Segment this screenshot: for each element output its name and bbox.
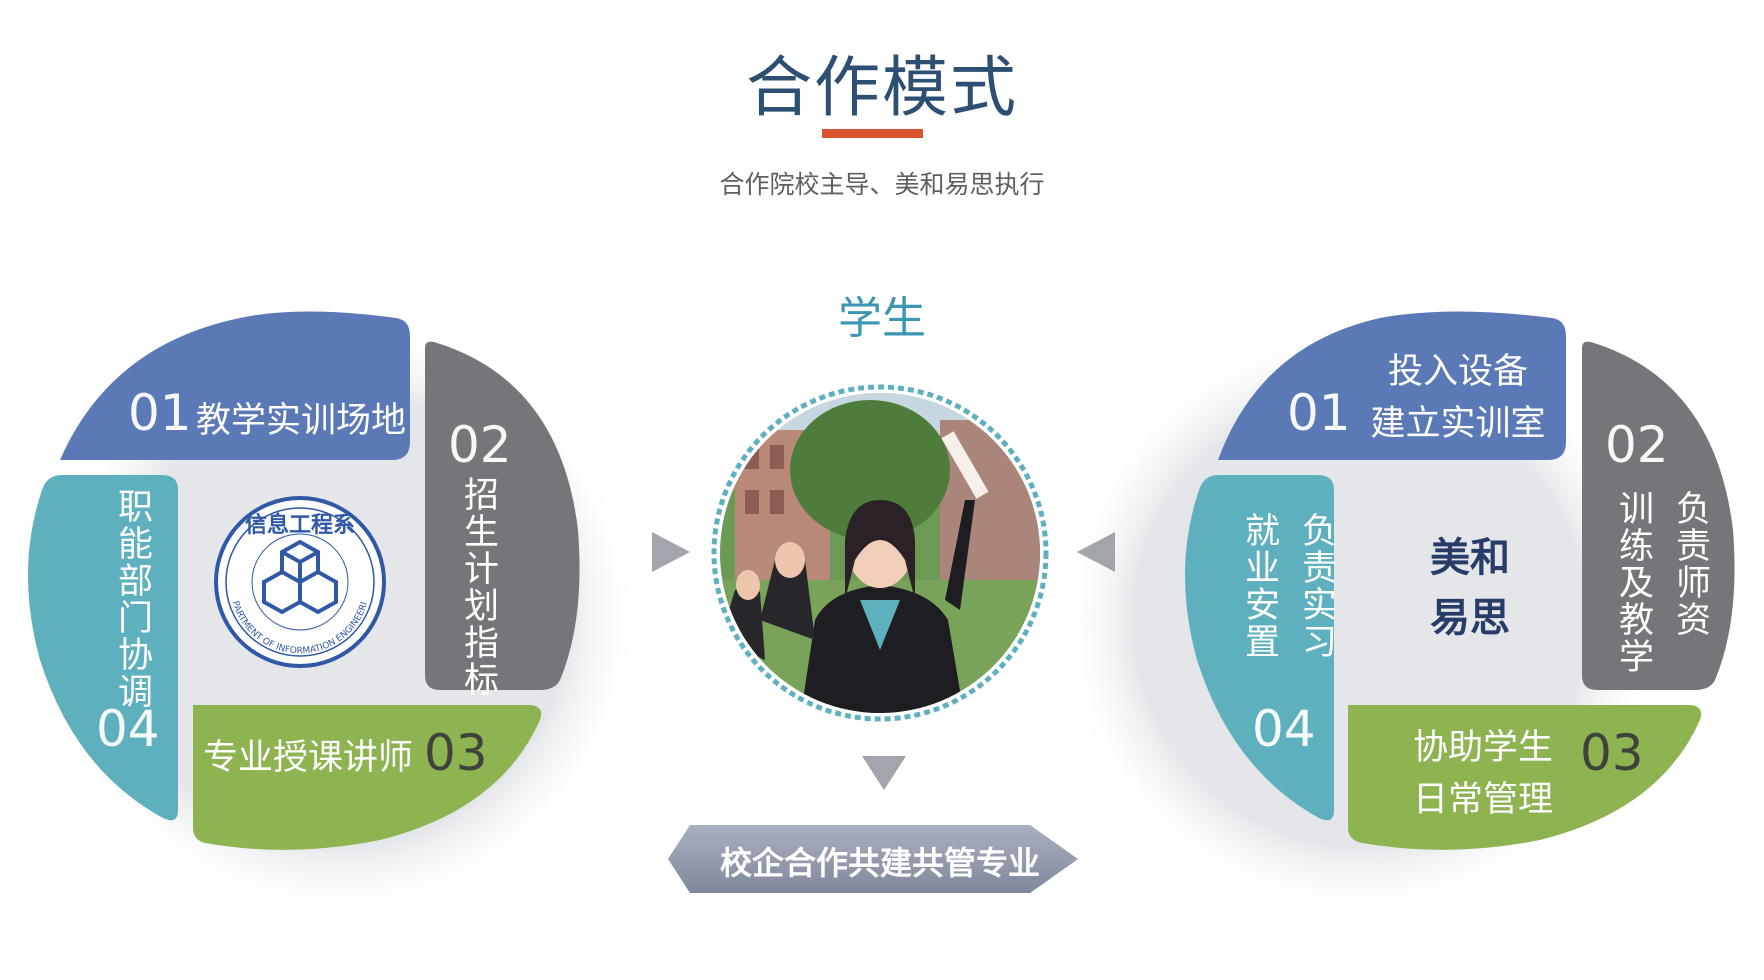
right-num-04: 04 (1252, 700, 1316, 758)
right-label-02: 负责师资 训练及教学 (1608, 490, 1716, 675)
right-label-04-line2: 就业安置 (1239, 512, 1279, 660)
left-label-01: 教学实训场地 (196, 401, 407, 441)
title-underline (822, 129, 923, 138)
brand-name-line1: 美和 (1430, 535, 1510, 581)
left-label-02: 招生计划指标 (458, 476, 498, 698)
right-num-01: 01 (1287, 384, 1351, 442)
left-num-01: 01 (128, 384, 192, 442)
arrow-left-icon (1077, 532, 1115, 572)
left-label-03: 专业授课讲师 (203, 738, 414, 778)
left-wheel: 信息工程系 DEPARTMENT OF INFORMATION ENGINEER… (0, 0, 640, 920)
right-wheel (1060, 311, 1735, 920)
student-photo (711, 384, 1049, 722)
right-label-01-line1: 投入设备 (1387, 352, 1528, 392)
right-label-04-line1: 负责实习 (1296, 512, 1336, 660)
left-segment-01 (60, 311, 410, 460)
svg-text:信息工程系: 信息工程系 (245, 512, 355, 538)
right-label-03: 协助学生 日常管理 (1408, 722, 1558, 826)
brand-name: 美和 易思 (1400, 528, 1540, 648)
right-label-03-line2: 日常管理 (1412, 780, 1553, 820)
banner-background (668, 825, 1078, 893)
right-num-03: 03 (1580, 724, 1644, 782)
right-label-04: 负责实习 就业安置 (1234, 512, 1342, 660)
left-num-02: 02 (448, 416, 512, 474)
left-segment-03 (193, 705, 542, 850)
right-label-01: 投入设备 建立实训室 (1368, 346, 1548, 450)
left-segment-02 (425, 341, 580, 690)
banner-text: 校企合作共建共管专业 (719, 844, 1040, 882)
right-segment-01 (1218, 311, 1566, 460)
right-label-03-line1: 协助学生 (1412, 728, 1553, 768)
right-label-01-line2: 建立实训室 (1370, 404, 1546, 444)
brand-name-line2: 易思 (1430, 595, 1510, 641)
left-num-03: 03 (424, 724, 488, 782)
arrow-down-icon (862, 756, 906, 790)
student-label: 学生 (838, 293, 926, 344)
cube-icon (262, 539, 338, 615)
arrow-right-icon (652, 532, 690, 572)
left-num-04: 04 (96, 700, 160, 758)
page-subtitle: 合作院校主导、美和易思执行 (719, 170, 1045, 199)
left-label-04: 职能部门协调 (112, 488, 152, 710)
right-label-02-line2: 训练及教学 (1613, 490, 1653, 675)
right-label-02-line1: 负责师资 (1670, 490, 1710, 638)
left-segment-04 (27, 475, 178, 821)
right-segment-02 (1582, 341, 1735, 690)
right-num-02: 02 (1605, 416, 1669, 474)
right-segment-03 (1348, 705, 1702, 850)
page-title: 合作模式 (746, 49, 1018, 126)
right-segment-04 (1184, 475, 1334, 821)
